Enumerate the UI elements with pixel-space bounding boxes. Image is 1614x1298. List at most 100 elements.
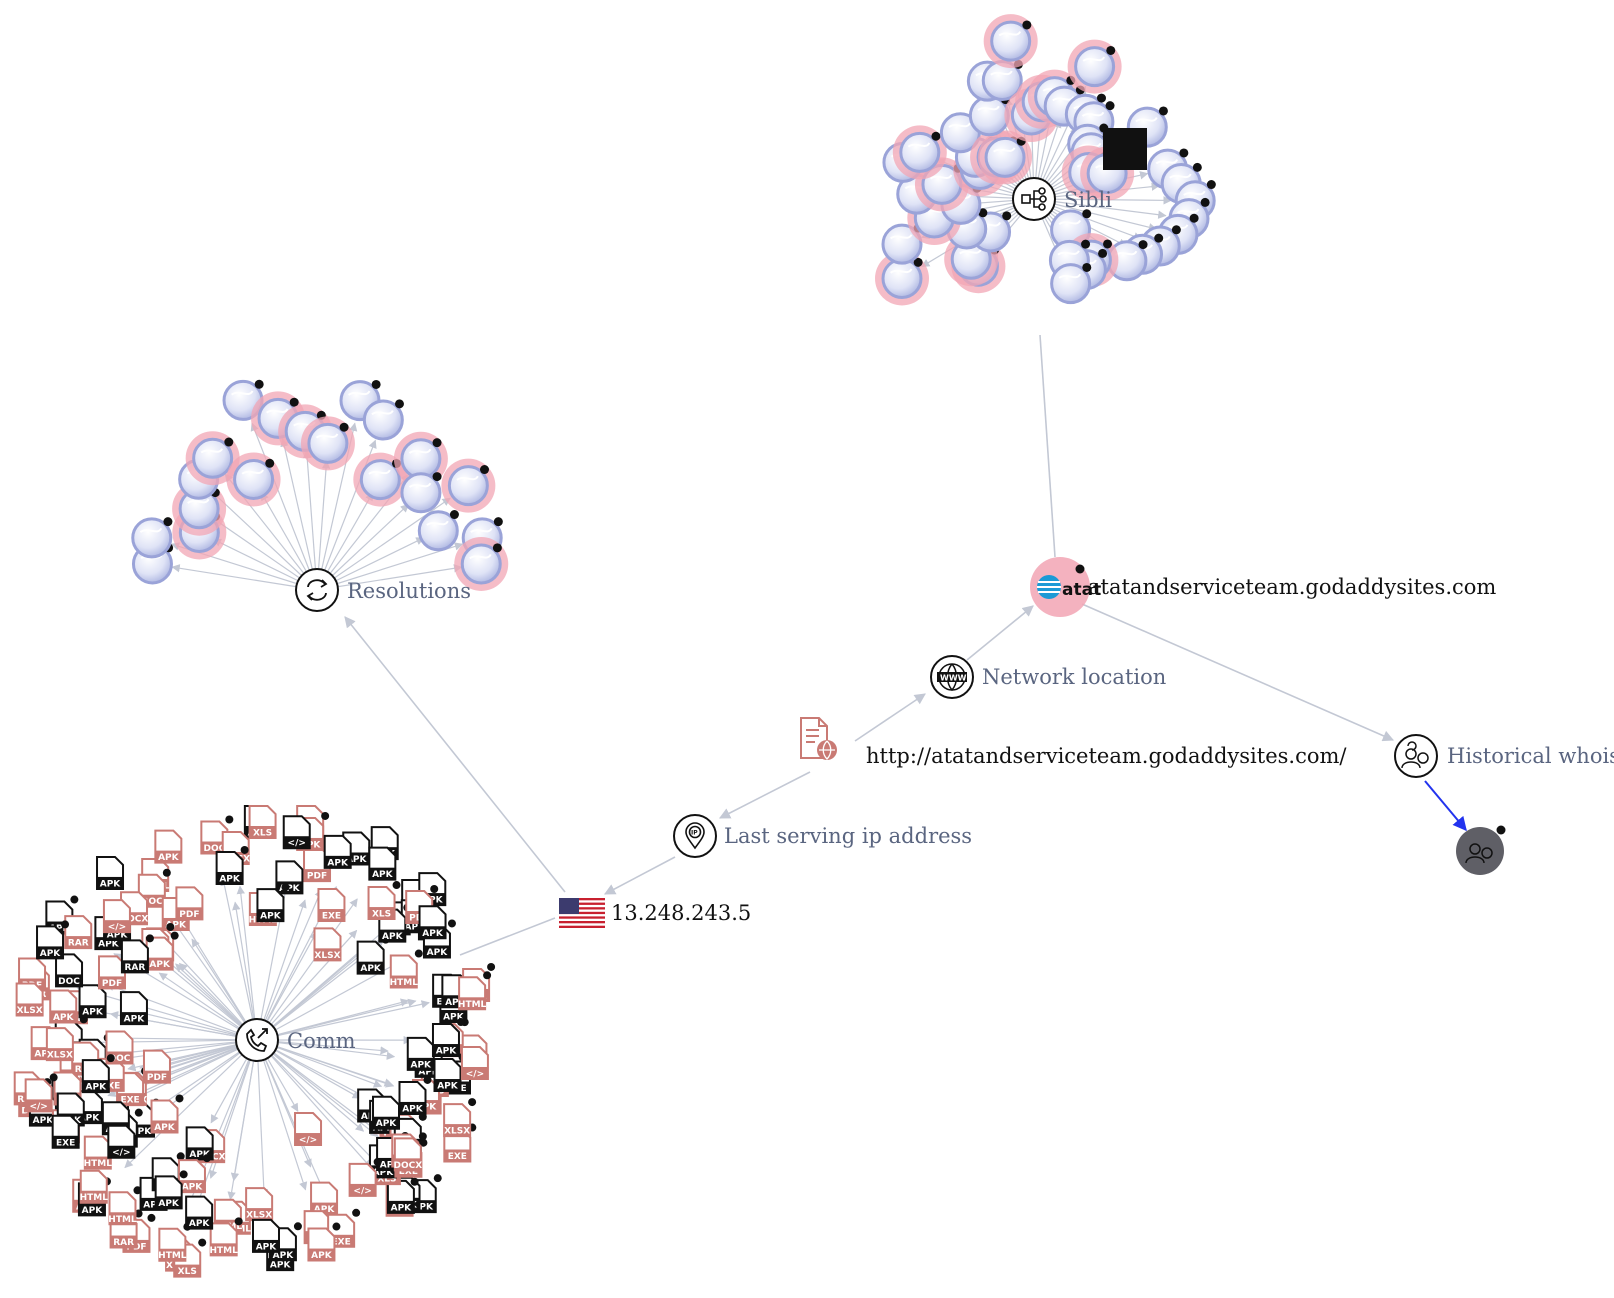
file-node[interactable]: XLS bbox=[367, 881, 401, 921]
domain-globe-node[interactable] bbox=[978, 130, 1033, 185]
file-node[interactable]: APK bbox=[81, 1054, 115, 1094]
file-node[interactable]: APK bbox=[378, 903, 412, 943]
ip-node[interactable] bbox=[559, 898, 605, 928]
file-node[interactable]: EXE bbox=[317, 888, 346, 923]
file-node[interactable]: APK bbox=[154, 1170, 188, 1210]
file-node[interactable]: APK bbox=[185, 1126, 214, 1161]
file-node[interactable]: </> bbox=[460, 1045, 489, 1080]
file-type-label: HTML bbox=[84, 1159, 113, 1169]
domain-globe-node[interactable] bbox=[1067, 39, 1122, 94]
file-node[interactable]: APK bbox=[119, 991, 148, 1026]
file-node[interactable]: XLSX bbox=[443, 1098, 477, 1138]
last-serving-ip-label: Last serving ip address bbox=[724, 824, 972, 848]
file-node[interactable]: PDF bbox=[142, 1049, 171, 1084]
file-node[interactable]: APK bbox=[177, 1154, 211, 1194]
cluster-edge bbox=[158, 933, 258, 1041]
file-type-label: APK bbox=[256, 1242, 278, 1252]
file-node[interactable]: PDF bbox=[175, 886, 204, 921]
file-node[interactable]: APK bbox=[406, 1036, 435, 1071]
domain-globe-node[interactable] bbox=[454, 536, 509, 591]
file-node[interactable]: </> bbox=[348, 1157, 382, 1197]
domain-globe-node[interactable] bbox=[417, 510, 459, 552]
domain-thumbnail[interactable] bbox=[1103, 128, 1147, 170]
file-node[interactable]: APK bbox=[356, 935, 390, 975]
whois-record-node[interactable] bbox=[1456, 825, 1506, 876]
cluster-edge bbox=[109, 1039, 258, 1064]
file-node[interactable]: HTML bbox=[209, 1217, 243, 1257]
last-serving-ip-node[interactable]: IP bbox=[673, 814, 717, 858]
file-node[interactable]: APK bbox=[386, 1179, 415, 1214]
file-node[interactable]: APK bbox=[215, 845, 249, 885]
communicating-files-node[interactable] bbox=[235, 1018, 279, 1062]
historical-whois-label: Historical whois bbox=[1447, 744, 1614, 768]
file-node[interactable]: </> bbox=[294, 1112, 323, 1147]
file-node[interactable]: APK bbox=[418, 905, 447, 940]
file-node[interactable]: </> bbox=[282, 815, 311, 850]
domain-globe-node[interactable] bbox=[300, 416, 355, 471]
file-node[interactable]: APK bbox=[372, 1095, 401, 1130]
siblings-node[interactable] bbox=[1012, 177, 1056, 221]
file-node[interactable]: EXE bbox=[51, 1114, 80, 1149]
file-node[interactable]: </> bbox=[24, 1073, 58, 1113]
file-node[interactable]: XLSX bbox=[245, 1187, 274, 1222]
file-node[interactable]: DOCX bbox=[393, 1132, 427, 1172]
file-node[interactable]: APK bbox=[431, 1018, 465, 1058]
file-node[interactable]: APK bbox=[185, 1195, 214, 1230]
file-node[interactable]: PDF bbox=[97, 950, 131, 990]
file-node[interactable]: APK bbox=[251, 1218, 280, 1253]
file-node[interactable]: XLSX bbox=[313, 927, 342, 962]
cluster-edge bbox=[256, 899, 307, 1041]
file-node[interactable]: HTML bbox=[458, 971, 492, 1011]
file-node[interactable]: APK bbox=[368, 846, 397, 881]
file-node[interactable]: APK bbox=[323, 834, 352, 869]
file-node[interactable]: APK bbox=[154, 829, 183, 864]
resolutions-node[interactable] bbox=[295, 568, 339, 612]
domain-globe-node[interactable] bbox=[400, 472, 442, 514]
domain-globe-node[interactable] bbox=[1106, 240, 1148, 282]
file-node[interactable]: EXE bbox=[443, 1123, 477, 1163]
file-type-label: APK bbox=[418, 1067, 440, 1077]
domain-globe-node[interactable] bbox=[172, 481, 227, 536]
domain-globe-node[interactable] bbox=[226, 452, 281, 507]
file-node[interactable]: APK bbox=[307, 1222, 341, 1262]
file-node[interactable]: APK bbox=[150, 1094, 184, 1134]
file-node[interactable]: HTML bbox=[390, 949, 423, 989]
file-node[interactable]: DOC bbox=[55, 953, 84, 988]
file-node[interactable]: APK bbox=[96, 855, 125, 890]
historical-whois-node[interactable] bbox=[1394, 734, 1438, 778]
domain-label: atatandserviceteam.godaddysites.com bbox=[1088, 575, 1496, 599]
file-type-label: PDF bbox=[102, 979, 122, 989]
file-node[interactable]: RAR bbox=[120, 934, 154, 974]
domain-globe-node[interactable] bbox=[1050, 262, 1092, 305]
file-node[interactable]: APK bbox=[145, 931, 179, 971]
domain-node[interactable]: atat bbox=[1030, 557, 1101, 617]
file-node[interactable]: </> bbox=[107, 1124, 136, 1159]
file-type-label: APK bbox=[33, 1116, 55, 1126]
file-node[interactable]: APK bbox=[256, 883, 290, 923]
domain-globe-node[interactable] bbox=[362, 399, 404, 441]
domain-globe-node[interactable] bbox=[983, 14, 1038, 69]
file-node[interactable]: RAR bbox=[64, 915, 93, 950]
domain-globe-node[interactable] bbox=[892, 125, 947, 180]
file-node[interactable]: HTML bbox=[80, 1169, 109, 1204]
network-location-node[interactable]: WWW bbox=[930, 655, 974, 699]
domain-globe-node[interactable] bbox=[441, 458, 496, 513]
file-node[interactable]: APK bbox=[49, 989, 78, 1024]
file-type-label: DOC bbox=[203, 844, 225, 854]
url-node[interactable] bbox=[800, 717, 837, 760]
file-node[interactable]: PDF bbox=[303, 843, 337, 883]
communicating-files-cluster: DOCAPKRARXLS</>PDFDOCHTMLEXEAPKAPKEXEAPK… bbox=[13, 805, 496, 1278]
file-node[interactable]: </> bbox=[102, 899, 131, 934]
file-type-label: </> bbox=[108, 923, 126, 933]
file-node[interactable]: APK bbox=[275, 860, 304, 895]
file-node[interactable]: XLS bbox=[248, 805, 277, 839]
domain-globe-node[interactable] bbox=[131, 517, 173, 559]
file-type-label: APK bbox=[437, 1082, 459, 1092]
file-node[interactable]: XLSX bbox=[45, 1027, 74, 1062]
file-node[interactable]: XLSX bbox=[15, 982, 44, 1017]
file-node[interactable]: APK bbox=[36, 920, 70, 960]
file-node[interactable]: HTML bbox=[108, 1186, 142, 1226]
domain-globe-node[interactable] bbox=[185, 431, 240, 486]
file-node[interactable]: APK bbox=[78, 979, 112, 1019]
